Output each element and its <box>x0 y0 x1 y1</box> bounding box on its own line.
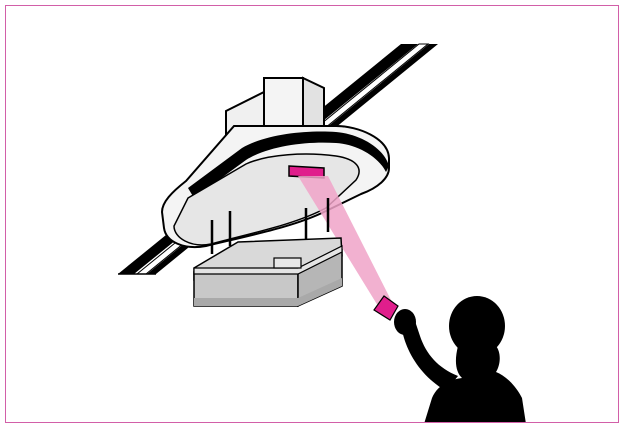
person-silhouette-icon <box>394 296 526 423</box>
illustration-frame <box>5 5 619 423</box>
overhead-lift-illustration <box>6 6 619 423</box>
storage-bin-icon <box>194 238 342 306</box>
overhead-lift-unit-icon <box>162 126 389 247</box>
